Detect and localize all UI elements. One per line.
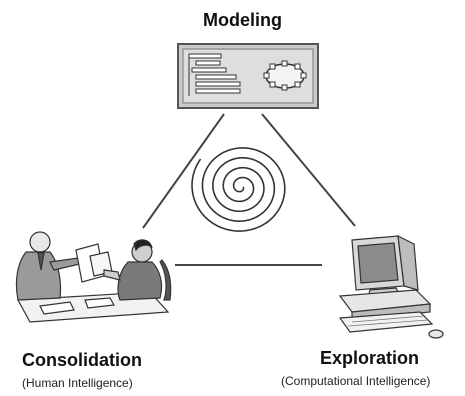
consolidation-subtitle: (Human Intelligence) <box>22 376 133 390</box>
bar-chart-glyph-icon <box>188 53 241 96</box>
exploration-title: Exploration <box>320 348 420 368</box>
modeling-exploration-link <box>261 113 356 227</box>
exploration-subtitle: (Computational Intelligence) <box>281 374 431 388</box>
consolidation-title: Consolidation <box>22 350 142 370</box>
model-window-icon <box>177 43 319 109</box>
meeting-people-icon <box>15 231 172 323</box>
shape-glyph-icon <box>263 60 307 91</box>
modeling-title: Modeling <box>203 10 282 30</box>
spiral-icon <box>191 147 286 232</box>
modeling-consolidation-link <box>142 113 225 229</box>
desktop-computer-icon <box>338 234 444 339</box>
